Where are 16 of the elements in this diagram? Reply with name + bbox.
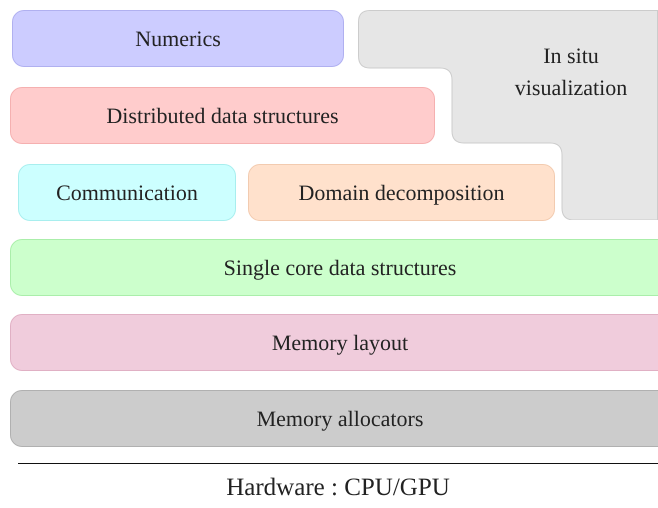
layer-box xyxy=(10,239,658,296)
layer-label: Memory layout xyxy=(272,328,408,357)
layer-label: Communication xyxy=(56,178,198,207)
hardware-label: Hardware : CPU/GPU xyxy=(225,474,451,502)
layer-label: Domain decomposition xyxy=(298,178,504,207)
layer-box xyxy=(12,10,344,67)
layer-label: Numerics xyxy=(135,24,221,53)
layer-label: In situ visualization xyxy=(514,42,628,102)
layer-box xyxy=(10,87,435,144)
layer-box xyxy=(248,164,555,221)
layer-box xyxy=(10,314,658,371)
layer-label: Distributed data structures xyxy=(106,102,339,130)
layer-box xyxy=(18,164,236,221)
layer-box xyxy=(10,390,658,447)
layer-label: Memory allocators xyxy=(256,404,424,433)
layer-label: Single core data structures xyxy=(224,254,456,282)
